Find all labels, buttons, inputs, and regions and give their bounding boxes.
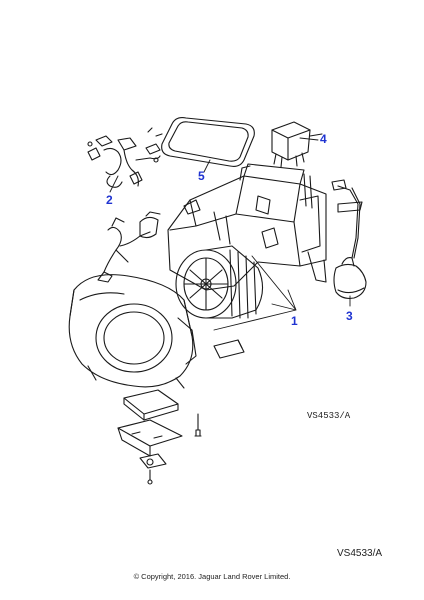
blower-wheel-part: [175, 245, 264, 319]
screw-part: [194, 413, 202, 437]
callout-4: 4: [320, 132, 327, 146]
flap-part: [213, 339, 245, 359]
callout-2: 2: [106, 193, 113, 207]
relay-part: [271, 121, 323, 168]
lower-housing-part: [68, 274, 197, 389]
blower-housing-part: [167, 163, 327, 291]
actuator-part: [331, 179, 367, 299]
drawing-reference-outer: VS4533/A: [337, 548, 383, 559]
callout-1: 1: [291, 314, 298, 328]
callout-3: 3: [346, 309, 353, 323]
seal-gasket-part: [161, 117, 255, 167]
harness-connector-part: [87, 127, 163, 188]
mounting-bracket-part: [117, 389, 183, 485]
copyright-notice: © Copyright, 2016. Jaguar Land Rover Lim…: [133, 572, 291, 581]
motor-wiring-part: [97, 211, 161, 283]
callout-5: 5: [198, 169, 205, 183]
leader-lines: [109, 137, 351, 331]
drawing-reference-inner: VS4533/A: [307, 411, 351, 421]
